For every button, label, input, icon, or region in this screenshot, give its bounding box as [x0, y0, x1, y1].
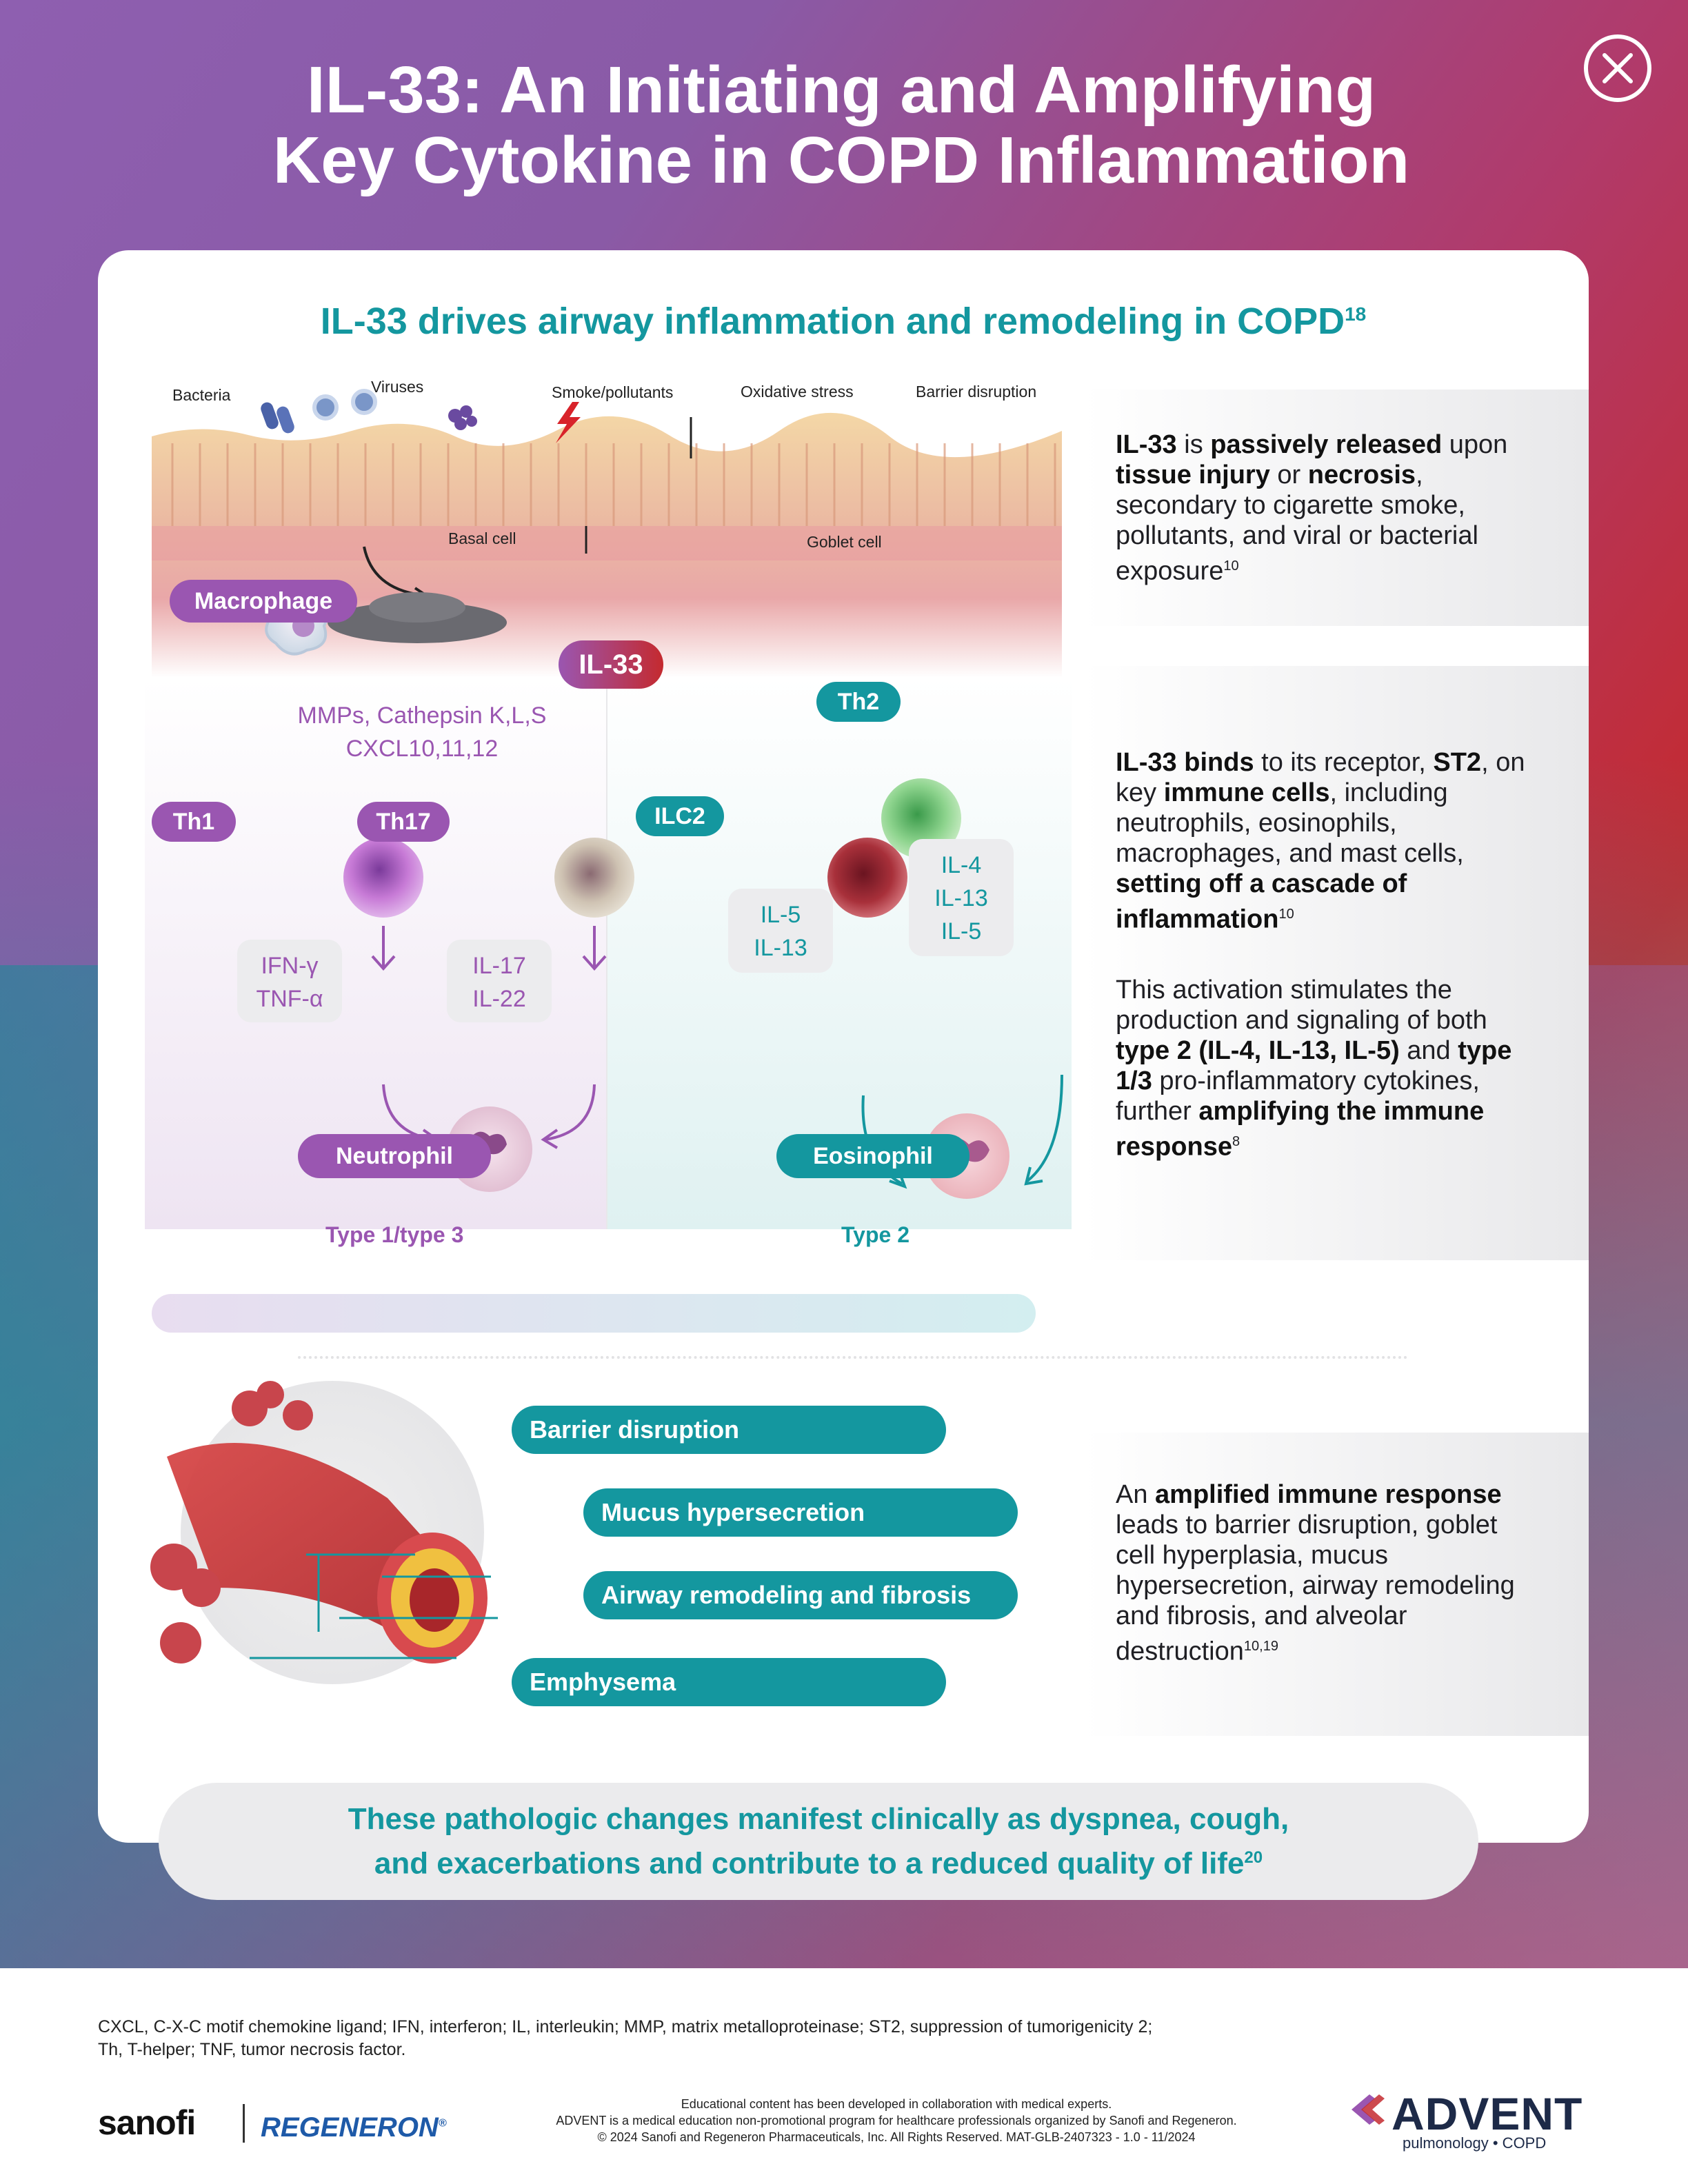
th1-cytokines: IFN-γ TNF-α [237, 940, 342, 1022]
mmps-text: MMPs, Cathepsin K,L,S CXCL10,11,12 [297, 702, 547, 762]
legal-text: Educational content has been developed i… [556, 2097, 1237, 2144]
airway-illustration [150, 1381, 498, 1684]
panel-binding-text: IL-33 binds to its receptor, ST2, on key… [1116, 748, 1525, 934]
ilc2-cytokines: IL-5 IL-13 [728, 889, 833, 973]
barrier-pill: Barrier disruption [512, 1406, 946, 1454]
th17-cytokines: IL-17 IL-22 [447, 940, 552, 1022]
mucus-pill: Mucus hypersecretion [583, 1488, 1018, 1537]
ilc2-pill: ILC2 [636, 796, 724, 836]
abbreviations: CXCL, C-X-C motif chemokine ligand; IFN,… [98, 2017, 1153, 2059]
card-title: IL-33 drives airway inflammation and rem… [320, 301, 1367, 342]
type13-label: Type 1/type 3 [325, 1222, 464, 1247]
panel-binding: IL-33 binds to its receptor, ST2, on key… [1084, 666, 1589, 1260]
bacteria-icon [261, 402, 294, 434]
type-bar [152, 1294, 1036, 1333]
label-bacteria: Bacteria [172, 386, 231, 404]
th17-cell-icon [554, 838, 634, 918]
summary-banner: These pathologic changes manifest clinic… [159, 1783, 1478, 1900]
il33-pill: IL-33 [559, 640, 663, 689]
logo-separator [243, 2104, 245, 2143]
panel-release: IL-33 is passively released upon tissue … [1084, 390, 1589, 626]
title-line-2: Key Cytokine in COPD Inflammation [272, 123, 1410, 197]
smoke-icon [448, 405, 477, 430]
alveoli-icon [150, 1381, 313, 1664]
panel-amplified-text: An amplified immune response leads to ba… [1116, 1480, 1515, 1666]
panel-activation-text: This activation stimulates the productio… [1116, 975, 1512, 1162]
page-title: IL-33: An Initiating and Amplifying Key … [138, 55, 1545, 196]
il33-particles [328, 592, 507, 643]
panel-release-text: IL-33 is passively released upon tissue … [1116, 430, 1508, 586]
panel-amplified: An amplified immune response leads to ba… [1084, 1433, 1589, 1736]
emphysema-pill: Emphysema [512, 1658, 946, 1706]
close-icon [1602, 53, 1633, 83]
label-barrier: Barrier disruption [916, 383, 1037, 401]
th17-arrow [582, 926, 607, 971]
th1-pill: Th1 [152, 802, 236, 842]
th17-pill: Th17 [357, 802, 450, 842]
label-basal: Basal cell [448, 529, 516, 547]
section-divider [298, 1356, 1408, 1359]
th1-arrow [371, 926, 396, 971]
content-card: IL-33 drives airway inflammation and rem… [98, 250, 1589, 1843]
close-button[interactable] [1584, 34, 1651, 102]
advent-logo: ADVENT [1391, 2088, 1583, 2139]
macrophage-pill: Macrophage [170, 580, 357, 623]
label-viruses: Viruses [371, 378, 424, 396]
th1-cell-icon [343, 838, 423, 918]
th2-cytokines: IL-4 IL-13 IL-5 [909, 839, 1014, 956]
regeneron-logo: REGENERON® [261, 2112, 447, 2143]
lightning-icon [556, 402, 581, 443]
advent-subtitle: pulmonology • COPD [1403, 2134, 1547, 2152]
label-smoke: Smoke/pollutants [552, 383, 674, 401]
neutrophil-pill: Neutrophil [298, 1134, 491, 1178]
eosinophil-pill: Eosinophil [776, 1134, 969, 1178]
sanofi-logo: sanofi [98, 2103, 196, 2142]
epithelial-cells [171, 443, 1056, 526]
virus-icon [312, 389, 377, 421]
th2-pill: Th2 [816, 682, 901, 722]
type2-label: Type 2 [841, 1222, 910, 1247]
label-oxidative: Oxidative stress [741, 383, 854, 401]
th2-cell-icon [881, 778, 961, 858]
label-goblet: Goblet cell [807, 533, 882, 551]
remodeling-pill: Airway remodeling and fibrosis [583, 1571, 1018, 1619]
ilc2-cell-icon [827, 838, 907, 918]
advent-logo-icon [1352, 2094, 1385, 2125]
title-line-1: IL-33: An Initiating and Amplifying [306, 53, 1376, 127]
